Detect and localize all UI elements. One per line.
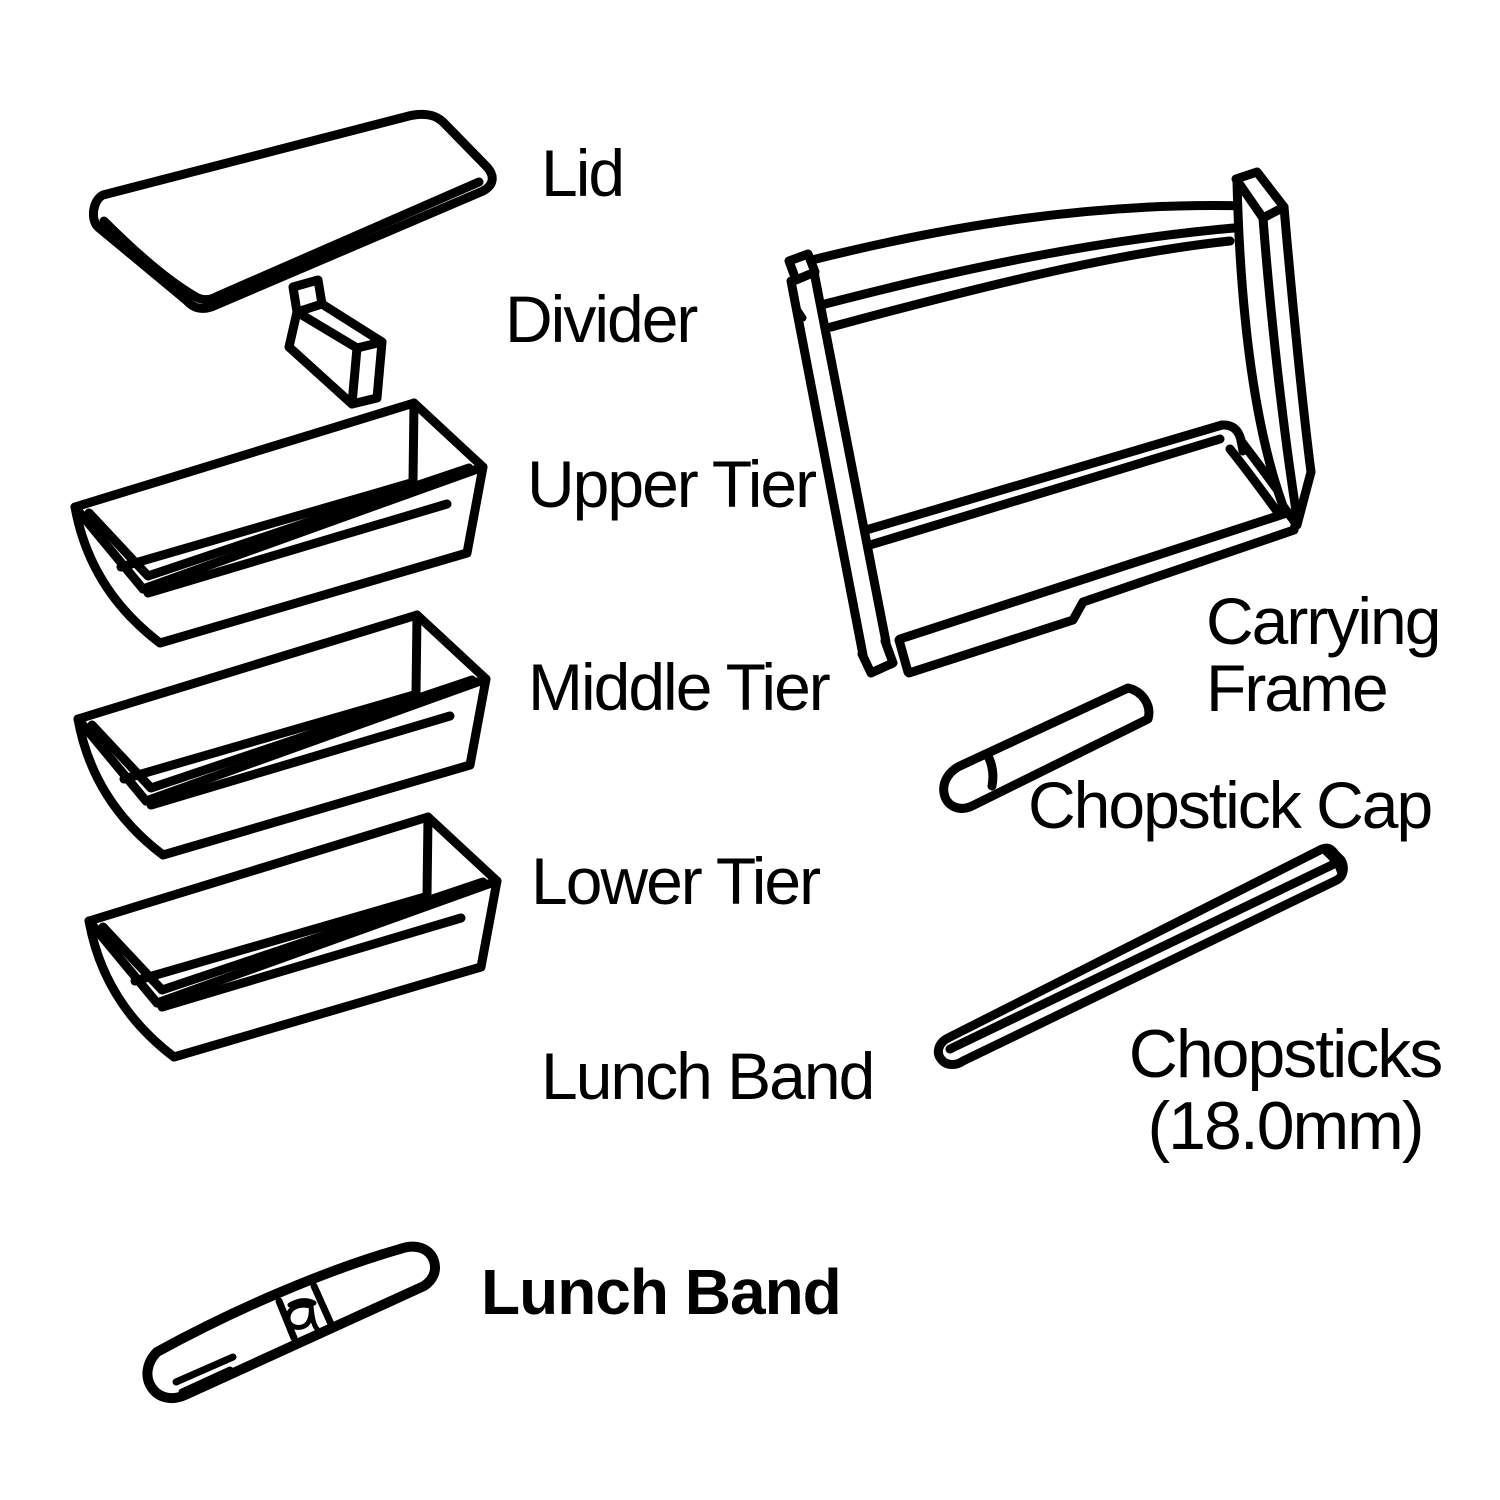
lid-drawing (88, 109, 497, 313)
upper-tier-drawing (75, 403, 483, 643)
label-chopstick-cap: Chopstick Cap (1028, 768, 1433, 842)
label-chopsticks: Chopsticks (18.0mm) (1085, 1018, 1485, 1162)
frame-left-post (784, 249, 898, 678)
lower-tier-drawing (89, 817, 497, 1057)
frame-handle (799, 201, 1252, 332)
label-divider: Divider (505, 282, 698, 356)
label-chopsticks-line2: (18.0mm) (1147, 1088, 1425, 1165)
band-logo-glyph (285, 1298, 322, 1334)
divider-drawing (284, 275, 387, 409)
label-lower-tier: Lower Tier (531, 844, 821, 918)
label-carrying-frame: Carrying Frame (1206, 584, 1441, 726)
label-upper-tier: Upper Tier (527, 447, 817, 521)
carrying-frame-drawing (784, 167, 1316, 678)
chopsticks-drawing (933, 843, 1348, 1069)
label-carrying-frame-line2: Frame (1206, 651, 1389, 726)
chopstick-cap-drawing (939, 683, 1154, 813)
lunch-band-drawing (142, 1241, 440, 1404)
label-lid: Lid (541, 136, 625, 210)
label-lunch-band-bottom: Lunch Band (481, 1256, 842, 1328)
frame-right-post (1231, 167, 1316, 530)
label-chopsticks-line1: Chopsticks (1128, 1016, 1444, 1092)
label-middle-tier: Middle Tier (528, 650, 831, 724)
label-carrying-frame-line1: Carrying (1206, 584, 1441, 658)
label-lunch-band: Lunch Band (541, 1039, 875, 1113)
